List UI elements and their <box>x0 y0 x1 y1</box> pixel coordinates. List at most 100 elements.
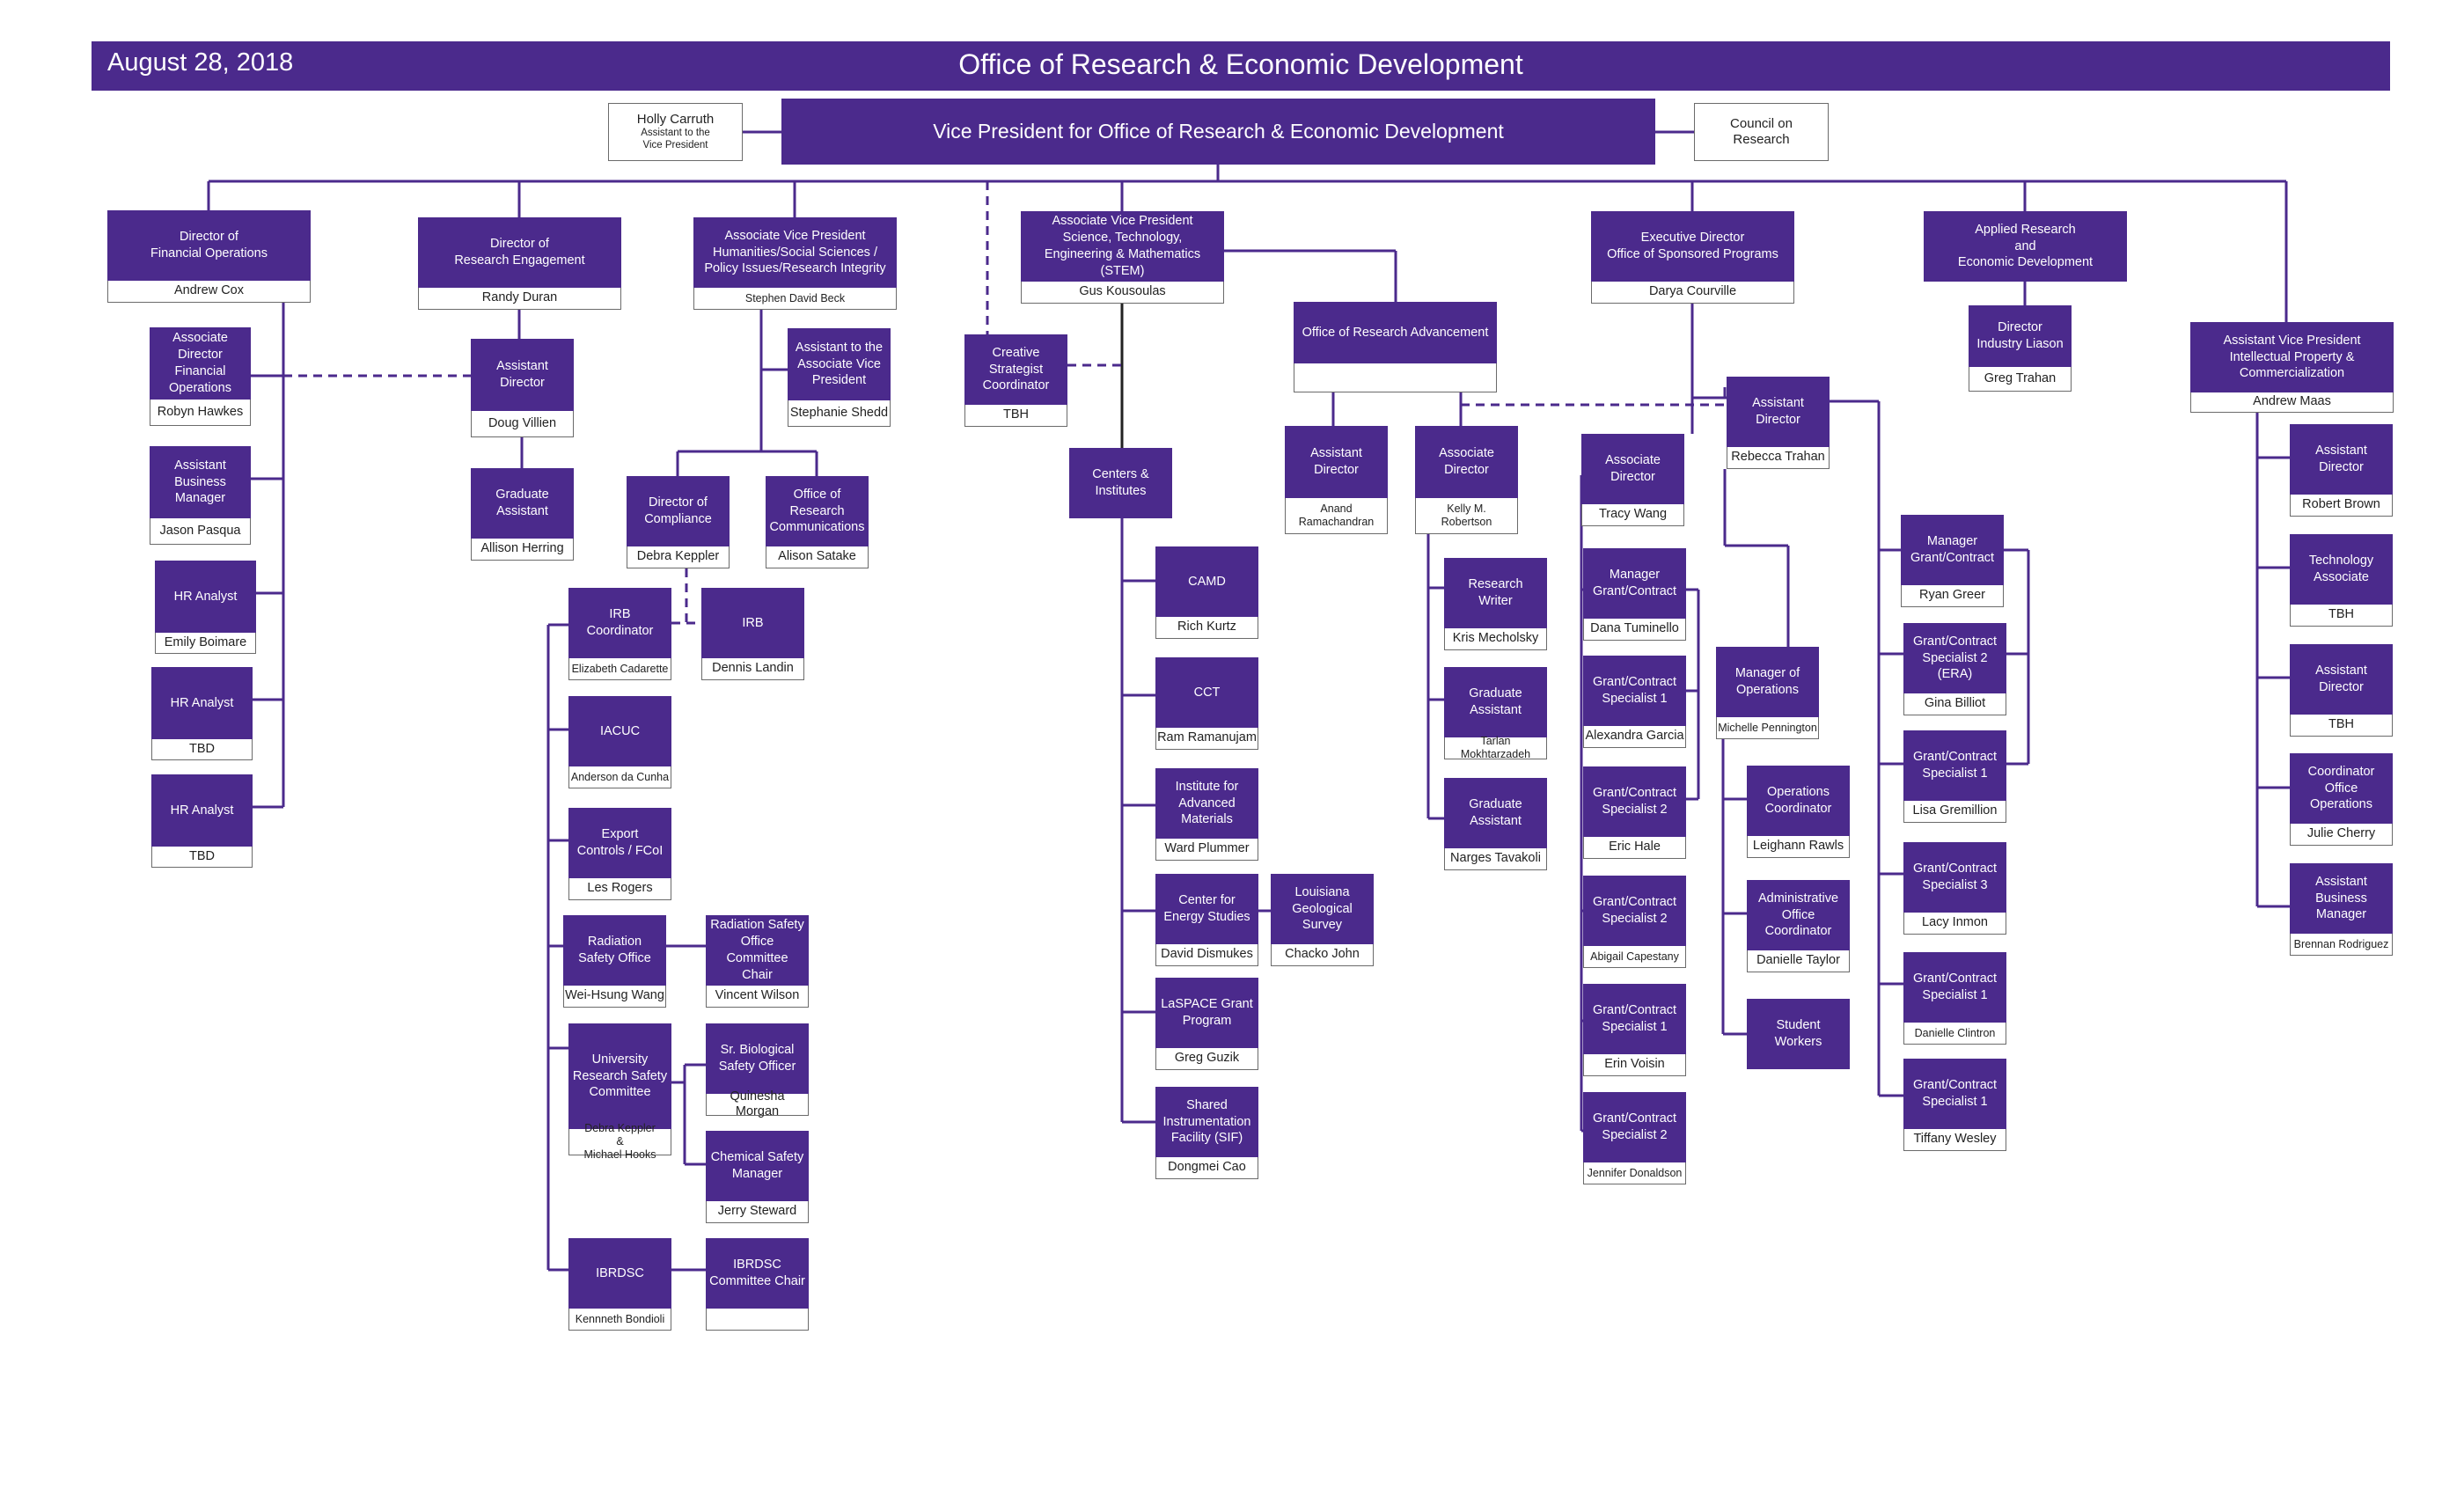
node-role: Assistant Director <box>2290 644 2393 715</box>
node-role: Centers & Institutes <box>1069 448 1172 518</box>
node-person-name: Tracy Wang <box>1581 504 1684 526</box>
node-person-name: Les Rogers <box>568 878 671 900</box>
node-role: Radiation Safety Office Committee Chair <box>706 915 809 986</box>
node-person-name: Rich Kurtz <box>1155 617 1258 639</box>
node-hss: Associate Vice President Humanities/Soci… <box>693 217 897 310</box>
node-person-name: Debra Keppler & Michael Hooks <box>568 1122 671 1161</box>
node-role: Center for Energy Studies <box>1155 874 1258 944</box>
node-role: IBRDSC <box>568 1238 671 1309</box>
node-role: Assistant Business Manager <box>2290 863 2393 934</box>
node-role: Louisiana Geological Survey <box>1271 874 1374 944</box>
node-role: HR Analyst <box>151 774 253 847</box>
node-role: HR Analyst <box>155 561 256 633</box>
node-person-name: David Dismukes <box>1155 944 1258 966</box>
node-person-name: Gina Billiot <box>1903 693 2006 715</box>
node-role: Export Controls / FCoI <box>568 808 671 878</box>
node-role: Associate Director <box>1581 434 1684 504</box>
node-role: Assistant to the Associate Vice Presiden… <box>788 328 891 400</box>
node-council-label: Council on Research <box>1694 103 1829 161</box>
node-person-name: Alison Satake <box>766 546 869 568</box>
node-role: IACUC <box>568 696 671 766</box>
node-person-name: Gus Kousoulas <box>1021 282 1224 304</box>
node-person-name: Dana Tuminello <box>1583 619 1686 641</box>
header-banner: August 28, 2018 Office of Research & Eco… <box>92 41 2390 91</box>
node-role: Associate Director <box>1415 426 1518 498</box>
node-role: Grant/Contract Specialist 1 <box>1903 952 2006 1023</box>
node-person-name: Kris Mecholsky <box>1444 628 1547 650</box>
node-person-name: Tarlan Mokhtarzadeh <box>1444 735 1547 760</box>
node-person-name: TBH <box>2290 605 2393 627</box>
node-person-name: Brennan Rodriguez <box>2290 934 2393 956</box>
node-role: Assistant Vice President Intellectual Pr… <box>2190 322 2394 392</box>
node-person-name: Kelly M. Robertson <box>1415 498 1518 534</box>
node-role: Shared Instrumentation Facility (SIF) <box>1155 1087 1258 1157</box>
node-person-name: TBH <box>2290 715 2393 737</box>
node-role: Associate Director Financial Operations <box>150 327 251 400</box>
node-person-name: Allison Herring <box>471 539 574 561</box>
node-role: Graduate Assistant <box>471 468 574 539</box>
node-role: Executive Director Office of Sponsored P… <box>1591 211 1794 282</box>
node-role: Director of Compliance <box>627 476 730 546</box>
node-council-on-research: Council on Research <box>1694 103 1829 161</box>
node-role: CAMD <box>1155 546 1258 617</box>
node-osp-t1: Grant/Contract Specialist 2 (ERA)Gina Bi… <box>1903 623 2006 715</box>
node-role: Operations Coordinator <box>1747 766 1850 836</box>
node-person-name: Ward Plummer <box>1155 839 1258 861</box>
node-role: Graduate Assistant <box>1444 778 1547 848</box>
node-person-name <box>1294 363 1497 392</box>
node-role: Administrative Office Coordinator <box>1747 880 1850 950</box>
node-role: Grant/Contract Specialist 1 <box>1583 984 1686 1054</box>
node-role: Grant/Contract Specialist 3 <box>1903 842 2006 913</box>
node-role: Research Writer <box>1444 558 1547 628</box>
node-role: Graduate Assistant <box>1444 667 1547 737</box>
node-person-name: Tiffany Wesley <box>1903 1129 2006 1151</box>
node-person-name: Jerry Steward <box>706 1201 809 1223</box>
node-role: Assistant Director <box>471 339 574 411</box>
node-person-name: Jason Pasqua <box>150 518 251 545</box>
node-hss-asst: Assistant to the Associate Vice Presiden… <box>788 328 891 427</box>
node-person-name: Vincent Wilson <box>706 986 809 1008</box>
node-role: Vice President for Office of Research & … <box>781 99 1655 165</box>
node-role: Manager Grant/Contract <box>1583 548 1686 619</box>
node-ursc: University Research Safety CommitteeDebr… <box>568 1023 671 1161</box>
node-ibrdsc-chair: IBRDSC Committee Chair <box>706 1238 809 1331</box>
node-person-name: Greg Guzik <box>1155 1048 1258 1070</box>
node-role: Grant/Contract Specialist 2 (ERA) <box>1903 623 2006 693</box>
node-ora: Office of Research Advancement <box>1294 302 1497 392</box>
node-person-name: Stephen David Beck <box>693 288 897 310</box>
